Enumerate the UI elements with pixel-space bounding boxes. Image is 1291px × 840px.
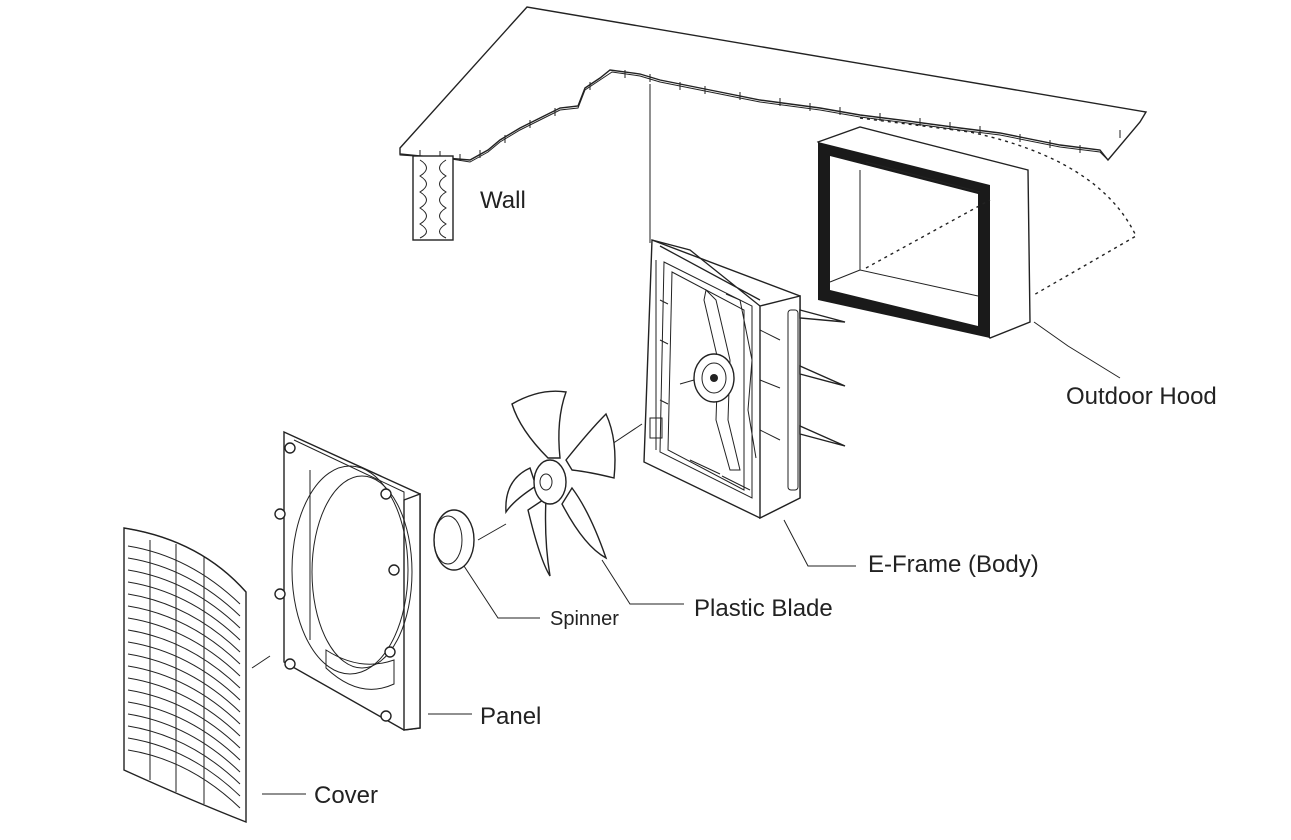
plastic-blade-label: Plastic Blade	[694, 595, 833, 622]
spinner	[433, 509, 475, 571]
e-frame-body	[605, 239, 846, 520]
cover-grille	[123, 527, 247, 824]
cover-label: Cover	[314, 782, 378, 809]
wall-label: Wall	[480, 187, 526, 214]
cover-slats	[127, 540, 241, 809]
outdoor-hood-label: Outdoor Hood	[1066, 383, 1217, 410]
plastic-blade	[477, 390, 616, 577]
outdoor-hood	[816, 117, 1137, 339]
e-frame-label: E-Frame (Body)	[868, 551, 1039, 578]
wall-section	[399, 6, 1148, 243]
leader-lines	[262, 321, 1121, 795]
spinner-label: Spinner	[550, 608, 619, 630]
panel-label: Panel	[480, 703, 541, 730]
panel	[251, 430, 421, 731]
